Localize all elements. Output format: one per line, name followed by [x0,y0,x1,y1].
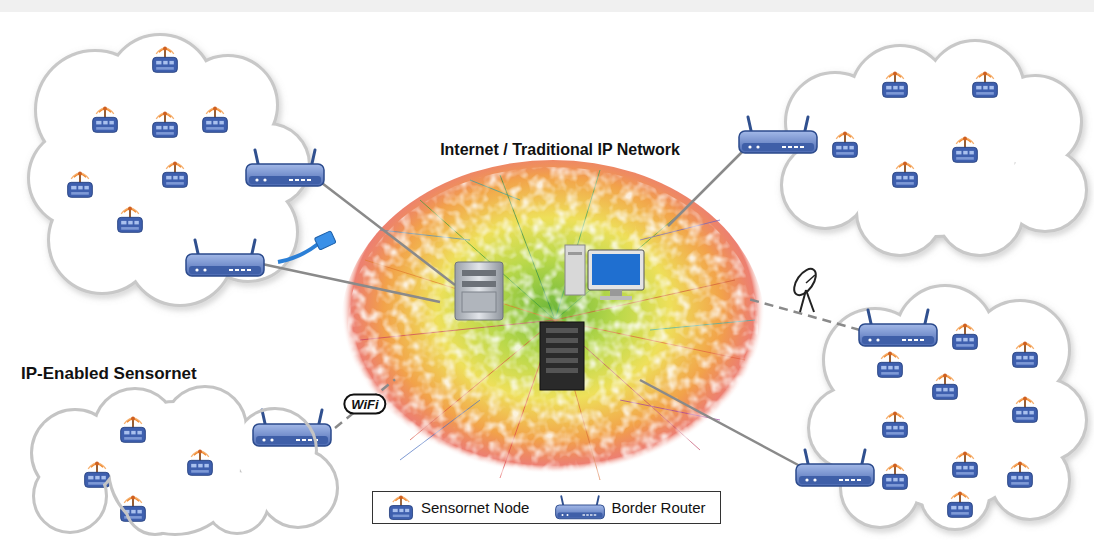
sensornet-cloud: IP-Enabled Sensornet [15,358,335,533]
sensornet-title: IP-Enabled Sensornet [21,364,197,384]
legend-entry: Sensornet Node [387,494,529,522]
legend-box: Sensornet Node Border Router [372,491,721,524]
ethernet-cable [278,231,336,262]
sensor-icon [387,494,415,522]
sensor-cloud [30,36,1085,528]
wifi-logo: WiFi [343,393,386,414]
legend-label: Sensornet Node [421,499,529,516]
internet-region: Internet / Traditional IP Network [395,135,725,395]
network-title: Internet / Traditional IP Network [440,141,680,159]
server-computer [455,262,503,320]
router-icon [555,495,605,520]
cloud-outline [15,358,335,533]
server-rack [540,322,584,390]
internet-map [341,160,765,490]
top-band [0,0,1094,12]
sensornet-node [68,47,1038,522]
wireless-link [335,379,395,428]
router-link [262,150,860,466]
legend-entry: Border Router [555,495,705,520]
legend-label: Border Router [611,499,705,516]
border-router [186,117,937,486]
satellite-dish [790,265,820,312]
desktop-computer [565,245,644,300]
